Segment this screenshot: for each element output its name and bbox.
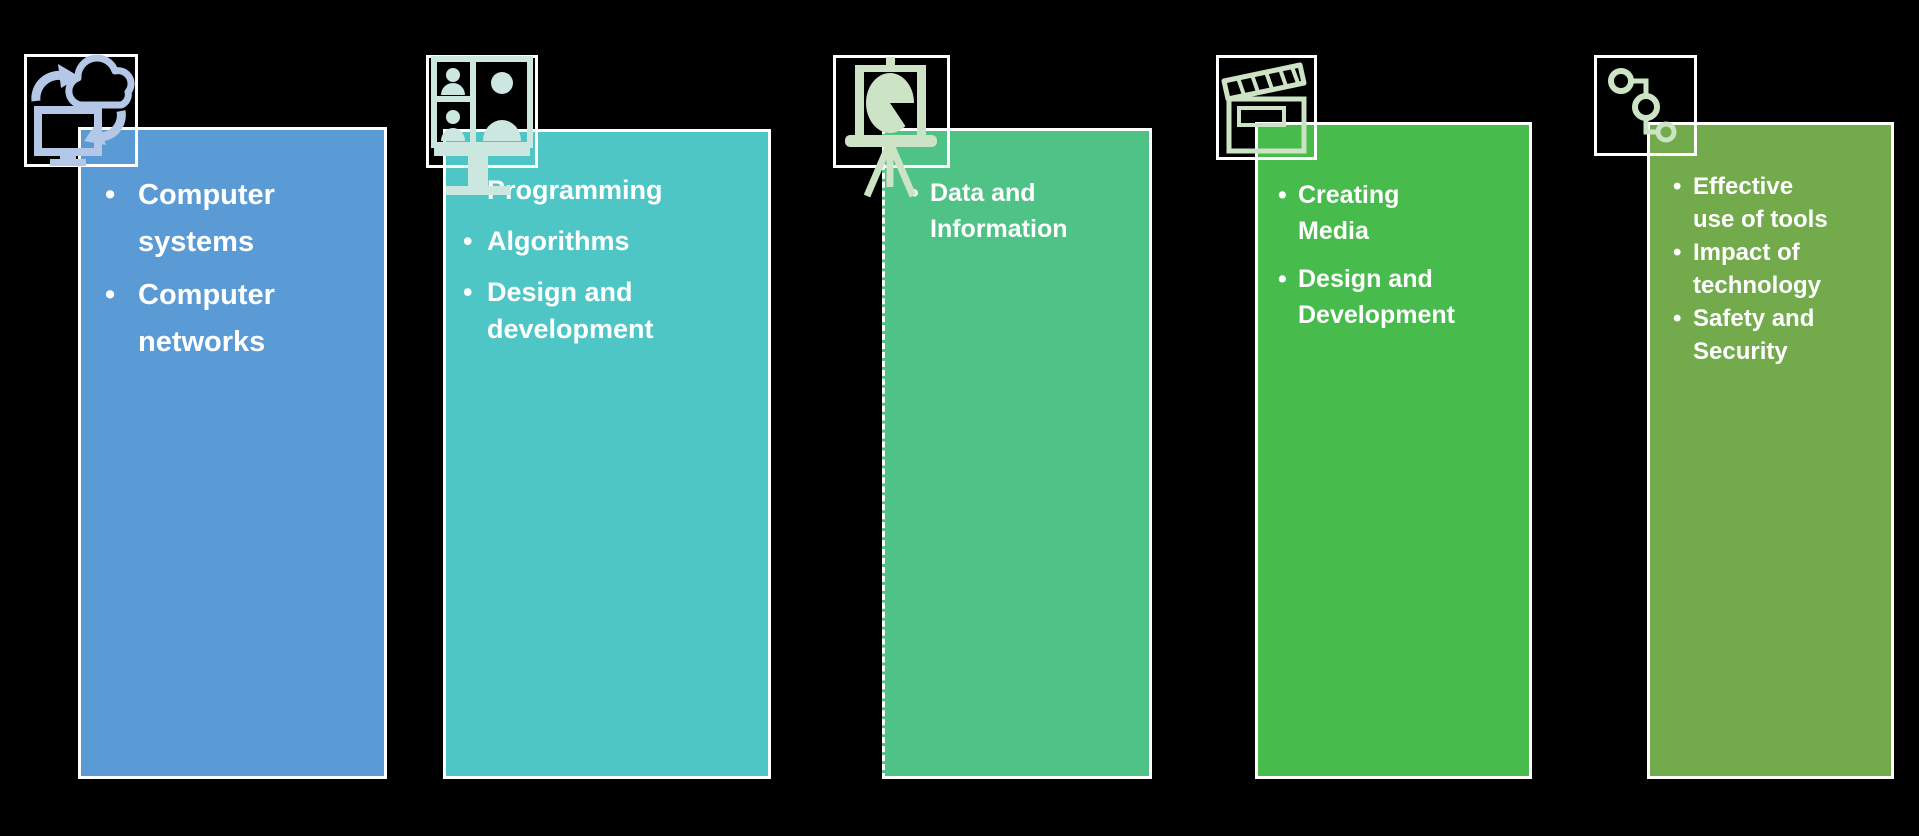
bullet-text: Programming xyxy=(487,175,663,205)
list-item: • Data and Information xyxy=(910,175,1068,247)
bullet-text: Design and development xyxy=(487,276,654,345)
bullet-list: • Effective use of tools • Impact of tec… xyxy=(1673,170,1828,368)
bullet-dot: • xyxy=(463,276,473,307)
bullet-list: • Data and Information xyxy=(910,175,1068,259)
list-item: • Impact of technology xyxy=(1673,236,1828,302)
bullet-list: • Programming • Algorithms • Design and … xyxy=(463,172,663,362)
bullet-text: Creating Media xyxy=(1298,181,1400,245)
list-item: • Safety and Security xyxy=(1673,302,1828,368)
icon-frame xyxy=(1594,55,1697,156)
bullet-dot: • xyxy=(1278,265,1287,293)
list-item: • Creating Media xyxy=(1278,177,1455,249)
bullet-dot: • xyxy=(1278,181,1287,209)
network-nodes-icon xyxy=(1594,55,1706,156)
bullet-text: Safety and Security xyxy=(1693,305,1815,365)
video-call-icon xyxy=(426,55,538,215)
bullet-list: • Computer systems • Computer networks xyxy=(105,172,275,372)
bullet-list: • Creating Media • Design and Developmen… xyxy=(1278,177,1455,345)
list-item: • Design and Development xyxy=(1278,261,1455,333)
card-digital-literacy: • Effective use of tools • Impact of tec… xyxy=(1647,122,1894,779)
bullet-dot: • xyxy=(1673,305,1682,332)
bullet-text: Computer systems xyxy=(138,179,275,258)
bullet-dot: • xyxy=(105,179,116,211)
bullet-text: Impact of technology xyxy=(1693,239,1822,299)
presentation-pie-chart-icon xyxy=(833,55,950,205)
bullet-dot: • xyxy=(105,278,116,311)
list-item: • Computer systems xyxy=(105,172,275,266)
bullet-dot: • xyxy=(463,225,473,256)
card-computer-systems: • Computer systems • Computer networks xyxy=(78,127,387,779)
bullet-dot: • xyxy=(1673,239,1682,266)
bullet-text: Data and Information xyxy=(930,179,1068,243)
list-item: • Effective use of tools xyxy=(1673,170,1828,236)
bullet-text: Algorithms xyxy=(487,225,630,256)
list-item: • Computer networks xyxy=(105,272,275,366)
bullet-dot: • xyxy=(1673,173,1682,200)
computer-cloud-sync-icon xyxy=(24,54,138,167)
card-data-information: • Data and Information xyxy=(882,128,1152,779)
bullet-text: Computer networks xyxy=(138,278,275,358)
bullet-text: Effective use of tools xyxy=(1693,173,1828,233)
bullet-text: Design and Development xyxy=(1298,265,1455,329)
list-item: • Design and development xyxy=(463,274,663,350)
list-item: • Algorithms xyxy=(463,223,663,261)
card-programming: • Programming • Algorithms • Design and … xyxy=(443,129,771,779)
card-creating-media: • Creating Media • Design and Developmen… xyxy=(1255,122,1532,779)
icon-frame xyxy=(1216,55,1317,160)
clapperboard-icon xyxy=(1216,55,1317,160)
